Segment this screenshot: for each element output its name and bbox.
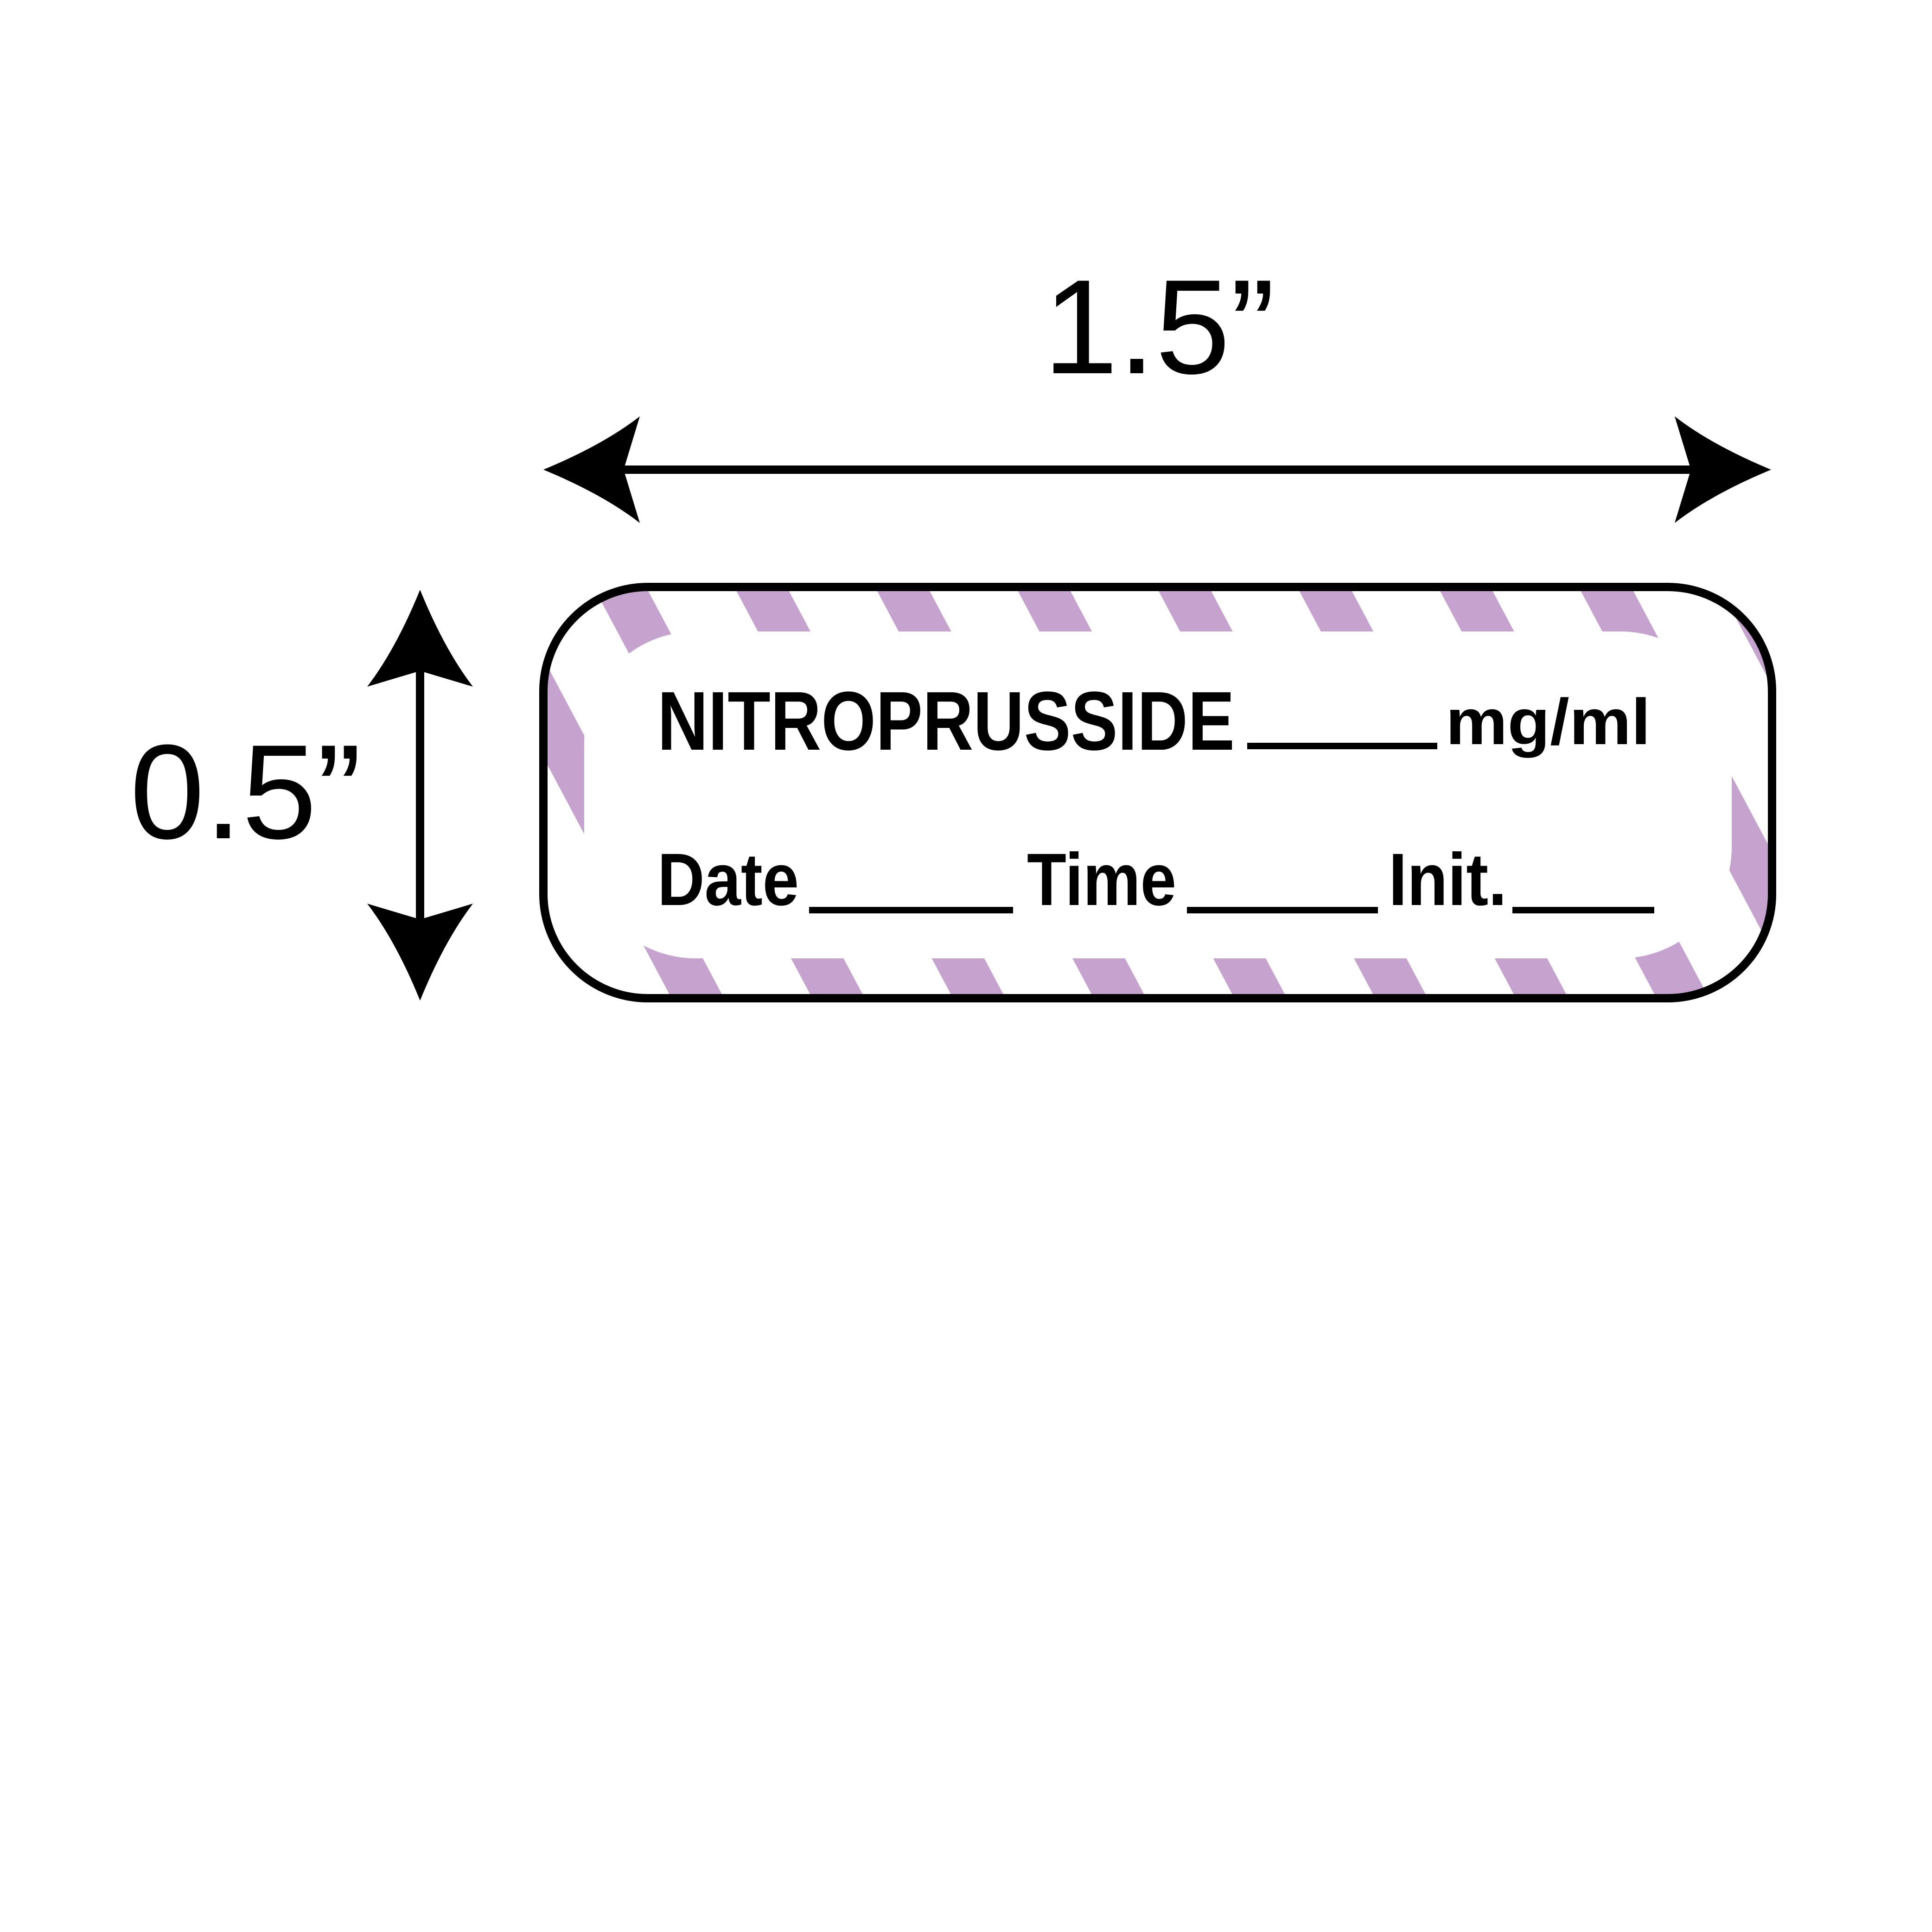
arrow-down-icon: [367, 904, 473, 1001]
height-dimension-label: 0.5”: [130, 717, 362, 867]
label-content-area: [584, 631, 1732, 958]
initials-label: Init.: [1389, 838, 1507, 921]
unit-label: mg/ml: [1446, 685, 1651, 758]
label-outline: [539, 583, 1776, 1002]
arrow-left-icon: [543, 416, 640, 523]
date-label: Date: [657, 838, 799, 921]
width-dimension: 1.5”: [543, 252, 1771, 523]
width-dimension-label: 1.5”: [1043, 252, 1275, 402]
drug-name: NITROPRUSSIDE: [657, 675, 1235, 768]
medication-label: NITROPRUSSIDE mg/ml Date Time Init.: [539, 583, 1776, 1002]
arrow-right-icon: [1675, 416, 1771, 523]
time-label: Time: [1027, 838, 1176, 921]
height-dimension: 0.5”: [130, 590, 473, 1001]
arrow-up-icon: [367, 590, 473, 687]
